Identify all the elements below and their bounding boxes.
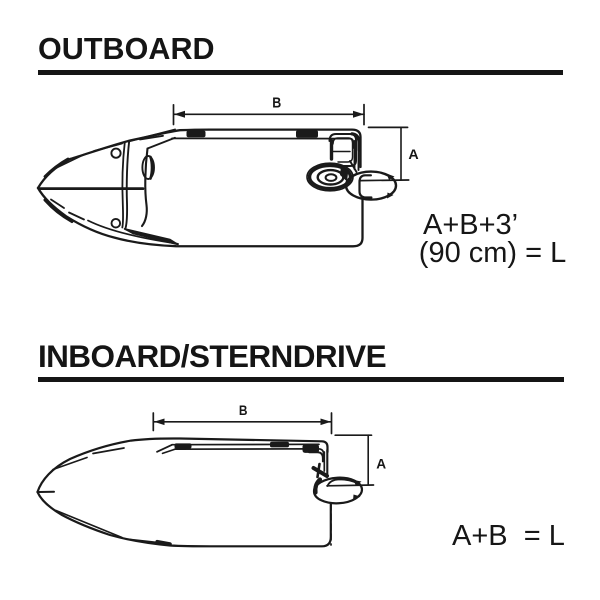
svg-text:A: A — [376, 456, 386, 471]
svg-text:B: B — [239, 403, 248, 418]
svg-text:A: A — [408, 147, 419, 162]
svg-text:B: B — [272, 94, 281, 111]
